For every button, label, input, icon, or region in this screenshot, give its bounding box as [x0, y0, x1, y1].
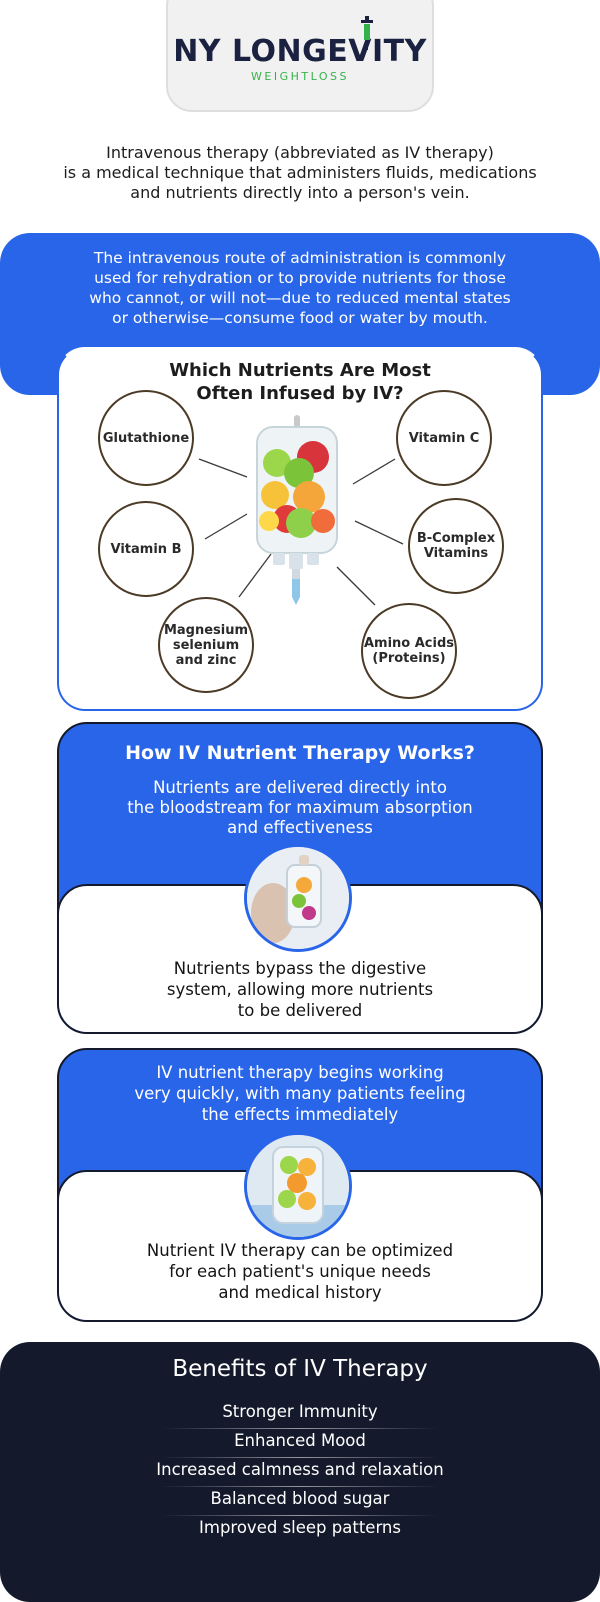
- connector-line: [204, 513, 248, 540]
- fast-line: the effects immediately: [201, 1105, 399, 1124]
- connector-line: [354, 520, 404, 545]
- desc-line: and effectiveness: [227, 818, 373, 837]
- benefit-item: Balanced blood sugar: [210, 1489, 390, 1508]
- nutrients-title-line: Which Nutrients Are Most: [169, 360, 431, 381]
- nutrient-label: selenium: [172, 637, 240, 653]
- hand-holding-iv-bag-icon: [244, 844, 352, 952]
- how-it-works-desc: Nutrients are delivered directly into th…: [59, 778, 541, 838]
- fast-effect-text: IV nutrient therapy begins working very …: [59, 1062, 541, 1125]
- note-line: for each patient's unique needs: [169, 1262, 431, 1281]
- fast-line: very quickly, with many patients feeling: [134, 1084, 466, 1103]
- how-it-works-note: Nutrients bypass the digestive system, a…: [59, 958, 541, 1021]
- benefit-divider: [160, 1486, 440, 1487]
- fast-line: IV nutrient therapy begins working: [156, 1063, 444, 1082]
- fast-effect-note: Nutrient IV therapy can be optimized for…: [59, 1240, 541, 1303]
- intro-line: is a medical technique that administers …: [63, 163, 537, 182]
- benefit-divider: [160, 1515, 440, 1516]
- nutrient-vitamin-c: Vitamin C: [396, 390, 492, 486]
- nutrient-label: Vitamins: [423, 546, 489, 561]
- intro-text: Intravenous therapy (abbreviated as IV t…: [40, 143, 560, 203]
- syringe-icon: [361, 16, 373, 50]
- desc-line: the bloodstream for maximum absorption: [127, 798, 473, 817]
- nutrient-label: (Proteins): [372, 651, 446, 666]
- how-it-works-title: How IV Nutrient Therapy Works?: [125, 742, 475, 764]
- benefit-item: Stronger Immunity: [222, 1402, 378, 1421]
- nutrients-title: Which Nutrients Are Most Often Infused b…: [59, 359, 541, 405]
- route-text: The intravenous route of administration …: [60, 248, 540, 328]
- nutrient-label: Vitamin C: [408, 430, 480, 446]
- nutrient-label: Glutathione: [102, 430, 190, 446]
- nutrients-title-line: Often Infused by IV?: [196, 383, 404, 404]
- note-line: Nutrient IV therapy can be optimized: [146, 1241, 454, 1260]
- route-line: used for rehydration or to provide nutri…: [94, 269, 506, 287]
- nutrient-b-complex: B-Complex Vitamins: [408, 498, 504, 594]
- benefits-panel: Benefits of IV Therapy Stronger Immunity…: [0, 1342, 600, 1602]
- benefit-item: Enhanced Mood: [234, 1431, 366, 1450]
- benefit-item: Improved sleep patterns: [199, 1518, 401, 1537]
- how-it-works-card: How IV Nutrient Therapy Works? Nutrients…: [57, 722, 543, 1034]
- intro-line: and nutrients directly into a person's v…: [130, 183, 470, 202]
- nutrient-glutathione: Glutathione: [98, 390, 194, 486]
- nutrient-label: and zinc: [175, 652, 237, 668]
- fast-effect-card: IV nutrient therapy begins working very …: [57, 1048, 543, 1322]
- note-line: system, allowing more nutrients: [166, 980, 434, 999]
- nutrient-label: Magnesium: [163, 622, 249, 638]
- intro-line: Intravenous therapy (abbreviated as IV t…: [106, 143, 494, 162]
- brand-tagline: WEIGHTLOSS: [251, 70, 349, 83]
- benefits-title: Benefits of IV Therapy: [172, 1356, 428, 1382]
- connector-line: [238, 553, 272, 598]
- note-line: Nutrients bypass the digestive: [173, 959, 427, 978]
- connector-line: [336, 566, 376, 606]
- route-line: who cannot, or will not—due to reduced m…: [89, 289, 511, 307]
- logo-card: NY LONGEVITY WEIGHTLOSS: [166, 0, 434, 112]
- citrus-iv-bag-icon: [244, 1132, 352, 1240]
- benefit-item: Increased calmness and relaxation: [156, 1460, 444, 1479]
- nutrient-amino-acids: Amino Acids (Proteins): [361, 603, 457, 699]
- nutrient-magnesium: Magnesium selenium and zinc: [158, 597, 254, 693]
- note-line: to be delivered: [237, 1001, 363, 1020]
- route-line: or otherwise—consume food or water by mo…: [112, 309, 488, 327]
- desc-line: Nutrients are delivered directly into: [153, 778, 447, 797]
- benefit-divider: [160, 1428, 440, 1429]
- route-line: The intravenous route of administration …: [93, 249, 507, 267]
- nutrient-vitamin-b: Vitamin B: [98, 501, 194, 597]
- note-line: and medical history: [218, 1283, 382, 1302]
- connector-lines: [198, 458, 404, 606]
- nutrient-label: Vitamin B: [110, 541, 182, 557]
- benefit-divider: [160, 1457, 440, 1458]
- iv-bag-fruit-icon: [256, 415, 338, 605]
- nutrient-label: Amino Acids: [363, 636, 455, 651]
- connector-line: [198, 458, 248, 478]
- nutrients-card: Which Nutrients Are Most Often Infused b…: [57, 347, 543, 711]
- nutrient-label: B-Complex: [416, 531, 496, 546]
- connector-line: [352, 458, 396, 485]
- brand-name: NY LONGEVITY: [173, 34, 427, 69]
